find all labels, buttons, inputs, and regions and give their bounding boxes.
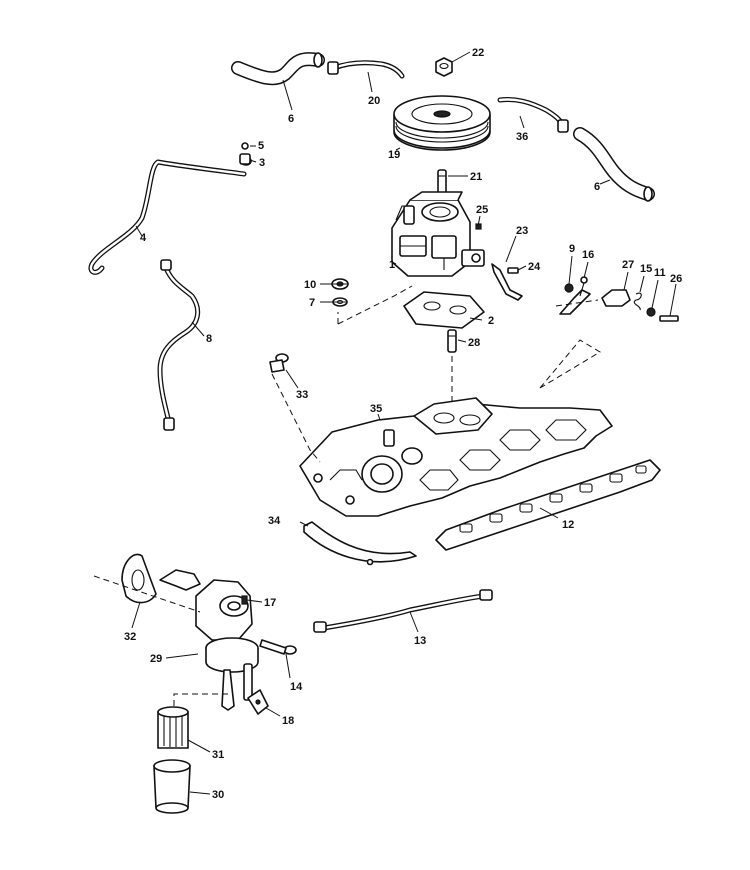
bracket-23 bbox=[491, 263, 523, 301]
callout-1: 1 bbox=[389, 259, 395, 271]
assembly-lines bbox=[93, 285, 601, 706]
callout-3: 3 bbox=[259, 157, 265, 169]
flame-arrestor bbox=[393, 95, 491, 151]
callout-21: 21 bbox=[470, 171, 482, 183]
stud-28 bbox=[447, 329, 457, 353]
callout-31: 31 bbox=[212, 749, 224, 761]
fuel-pump-gasket-32 bbox=[121, 553, 157, 604]
hose-right bbox=[573, 127, 655, 202]
callout-17: 17 bbox=[264, 597, 276, 609]
nut-11 bbox=[646, 307, 656, 317]
bolt-14 bbox=[259, 639, 297, 655]
callout-23: 23 bbox=[516, 225, 528, 237]
callout-12: 12 bbox=[562, 519, 574, 531]
bolt-33 bbox=[269, 353, 289, 373]
callout-29: 29 bbox=[150, 653, 162, 665]
callout-19: 19 bbox=[388, 149, 400, 161]
bolt-26 bbox=[659, 315, 679, 322]
callout-4: 4 bbox=[140, 232, 147, 244]
callout-27: 27 bbox=[622, 259, 634, 271]
nut-22 bbox=[435, 57, 453, 77]
stud-21 bbox=[437, 169, 447, 195]
carburetor bbox=[391, 191, 485, 277]
callout-20: 20 bbox=[368, 95, 380, 107]
callout-5: 5 bbox=[258, 140, 264, 152]
fuel-line-4 bbox=[88, 156, 252, 275]
callout-34: 34 bbox=[268, 515, 281, 527]
screw-24 bbox=[507, 267, 519, 274]
callout-8: 8 bbox=[206, 333, 212, 345]
callout-26: 26 bbox=[670, 273, 682, 285]
fuel-pump-29 bbox=[159, 569, 259, 711]
vent-tube-left bbox=[327, 60, 405, 79]
leader-lines bbox=[131, 51, 677, 795]
callout-18: 18 bbox=[282, 715, 294, 727]
callout-33: 33 bbox=[296, 389, 308, 401]
callout-2: 2 bbox=[488, 315, 494, 327]
washer-5 bbox=[241, 142, 249, 150]
callout-16: 16 bbox=[582, 249, 594, 261]
callout-22: 22 bbox=[472, 47, 484, 59]
fuel-filter-31 bbox=[157, 706, 189, 749]
filter-bowl-30 bbox=[153, 759, 191, 814]
callout-36: 36 bbox=[516, 131, 528, 143]
callout-9: 9 bbox=[569, 243, 575, 255]
gasket-2 bbox=[403, 291, 485, 329]
callout-30: 30 bbox=[212, 789, 224, 801]
callout-35: 35 bbox=[370, 403, 382, 415]
vent-tube-right bbox=[497, 97, 569, 133]
throttle-lever-16 bbox=[559, 276, 591, 315]
callout-14: 14 bbox=[290, 681, 303, 693]
nut-9 bbox=[564, 283, 574, 293]
clip-27 bbox=[601, 289, 631, 307]
callout-24: 24 bbox=[528, 261, 541, 273]
spring-15 bbox=[633, 292, 642, 311]
callout-11: 11 bbox=[654, 267, 666, 279]
callout-32: 32 bbox=[124, 631, 136, 643]
clamp-18 bbox=[247, 689, 269, 715]
fuel-line-13 bbox=[313, 589, 493, 633]
callout-13: 13 bbox=[414, 635, 426, 647]
gasket-12 bbox=[435, 459, 661, 551]
intake-manifold bbox=[299, 397, 613, 517]
fuel-line-8 bbox=[157, 259, 201, 431]
callout-28: 28 bbox=[468, 337, 480, 349]
callout-6-left: 6 bbox=[288, 113, 294, 125]
brace-34 bbox=[303, 521, 417, 566]
hose-left bbox=[231, 52, 325, 86]
callout-25: 25 bbox=[476, 204, 488, 216]
callout-10: 10 bbox=[304, 279, 316, 291]
callout-labels: 1 2 3 4 5 6 6 7 8 9 10 11 12 13 14 15 16… bbox=[124, 47, 682, 801]
callout-7: 7 bbox=[309, 297, 315, 309]
callout-15: 15 bbox=[640, 263, 652, 275]
fitting-3 bbox=[239, 153, 251, 165]
plug-17 bbox=[241, 595, 248, 605]
callout-6-right: 6 bbox=[594, 181, 600, 193]
